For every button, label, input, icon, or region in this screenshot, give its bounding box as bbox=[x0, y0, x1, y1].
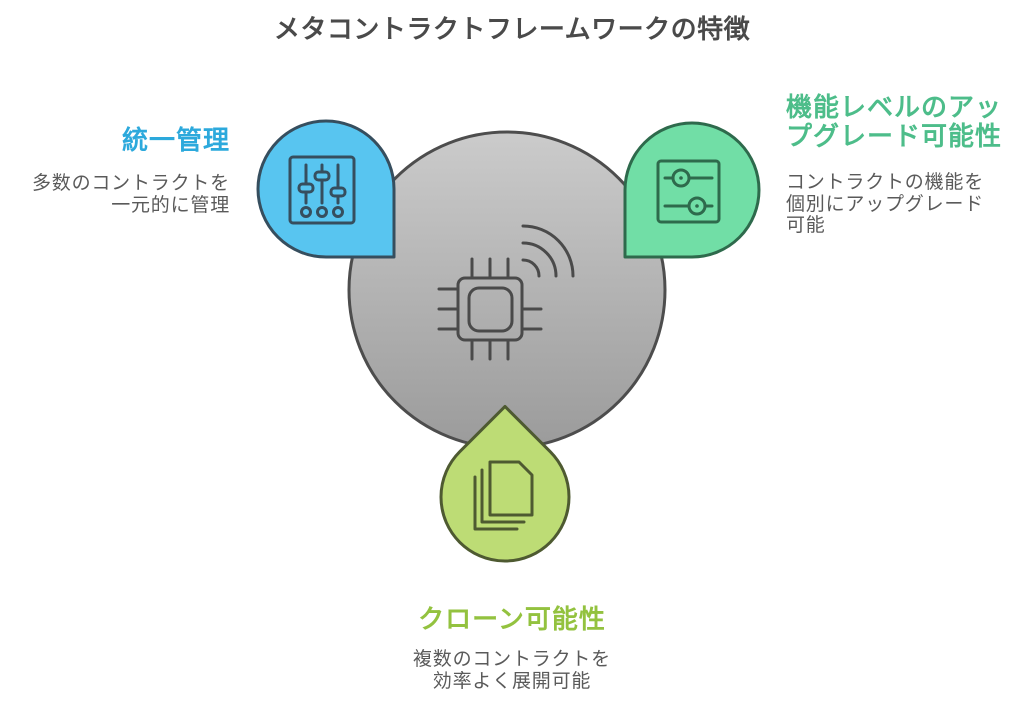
documents-stack-icon bbox=[473, 460, 534, 531]
back-page-line bbox=[473, 475, 519, 531]
toggle-handle-dot bbox=[695, 204, 699, 208]
slider-knob bbox=[329, 186, 347, 198]
chip-pins bbox=[437, 257, 543, 361]
heading-line: プグレード可能性 bbox=[786, 121, 1003, 151]
cloneability-description: 複数のコントラクトを 効率よく展開可能 bbox=[0, 649, 1024, 692]
upgradeability-description: コントラクトの機能を 個別にアップグレード 可能 bbox=[786, 172, 984, 237]
wifi-arc-medium bbox=[521, 241, 558, 278]
toggles-frame bbox=[656, 159, 721, 224]
unified-management-description: 多数のコントラクトを 一元的に管理 bbox=[32, 173, 230, 216]
toggle-handle-dot bbox=[679, 176, 683, 180]
slider-dot bbox=[300, 206, 312, 218]
description-line: 多数のコントラクトを bbox=[31, 173, 230, 194]
back-page-line bbox=[480, 468, 526, 524]
toggles-icon bbox=[656, 159, 721, 224]
wifi-arcs-icon bbox=[521, 224, 575, 278]
page-title: メタコントラクトフレームワークの特徴 bbox=[273, 14, 751, 44]
sliders-icon bbox=[288, 155, 356, 225]
description-line: 複数のコントラクトを bbox=[412, 649, 611, 670]
front-page bbox=[488, 460, 534, 517]
upgradeability-heading: 機能レベルのアッ プグレード可能性 bbox=[786, 93, 1002, 151]
chip-core bbox=[467, 286, 514, 333]
description-line: 個別にアップグレード bbox=[786, 193, 985, 215]
upgradeability-drop bbox=[623, 121, 761, 259]
slider-knob bbox=[297, 182, 315, 194]
drop-shape bbox=[623, 121, 761, 259]
wifi-arc-large bbox=[521, 224, 575, 278]
slider-knob bbox=[313, 170, 331, 182]
cloneability-heading: クローン可能性 bbox=[418, 604, 606, 634]
chip-wireless-icon bbox=[437, 224, 575, 361]
unified-management-drop bbox=[256, 119, 396, 259]
description-line: 効率よく展開可能 bbox=[432, 670, 592, 692]
slider-dot bbox=[316, 206, 328, 218]
description-line: 一元的に管理 bbox=[111, 194, 230, 216]
drop-shape bbox=[256, 119, 396, 259]
slider-dot bbox=[332, 206, 344, 218]
sliders-frame bbox=[288, 155, 356, 225]
cloneability-drop bbox=[439, 404, 571, 563]
unified-management-heading: 統一管理 bbox=[121, 125, 230, 155]
chip-body bbox=[456, 276, 524, 342]
description-line: 可能 bbox=[786, 215, 826, 236]
heading-line: 機能レベルのアッ bbox=[786, 92, 1003, 122]
description-line: コントラクトの機能を bbox=[786, 172, 985, 193]
wifi-arc-small bbox=[521, 258, 541, 278]
